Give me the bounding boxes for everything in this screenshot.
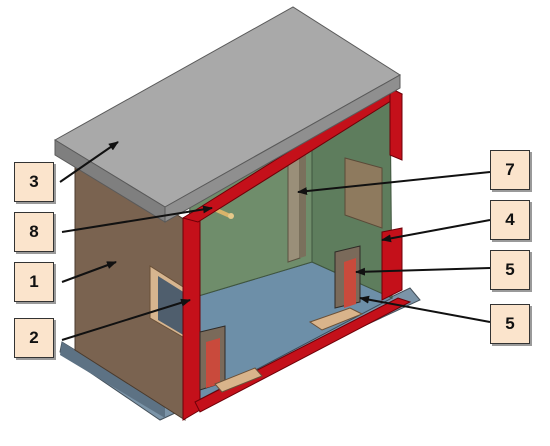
callout-label-5-lower: 5 (490, 304, 530, 344)
callout-label-5-upper: 5 (490, 250, 530, 290)
floor-fixture-left (199, 325, 263, 393)
floor-fixture-right (308, 245, 364, 331)
arrow-3 (59, 141, 119, 183)
callout-label-7: 7 (490, 150, 530, 190)
arrow-5a (355, 267, 491, 276)
callout-label-8: 8 (14, 212, 54, 252)
callout-arrows (59, 141, 491, 341)
arrow-7 (297, 171, 491, 196)
roof-slab (54, 6, 401, 223)
callout-label-3: 3 (14, 162, 54, 202)
arrow-5b (359, 295, 491, 323)
inner-window (344, 157, 383, 229)
callout-label-2: 2 (14, 318, 54, 358)
vertical-duct (287, 143, 306, 263)
callout-label-1: 1 (14, 262, 54, 302)
wall-cut-sections (181, 87, 412, 421)
arrow-1 (61, 261, 117, 283)
arrow-4 (381, 219, 491, 243)
callout-label-4: 4 (490, 200, 530, 240)
arrow-2 (61, 298, 191, 341)
arrow-8 (61, 205, 213, 233)
